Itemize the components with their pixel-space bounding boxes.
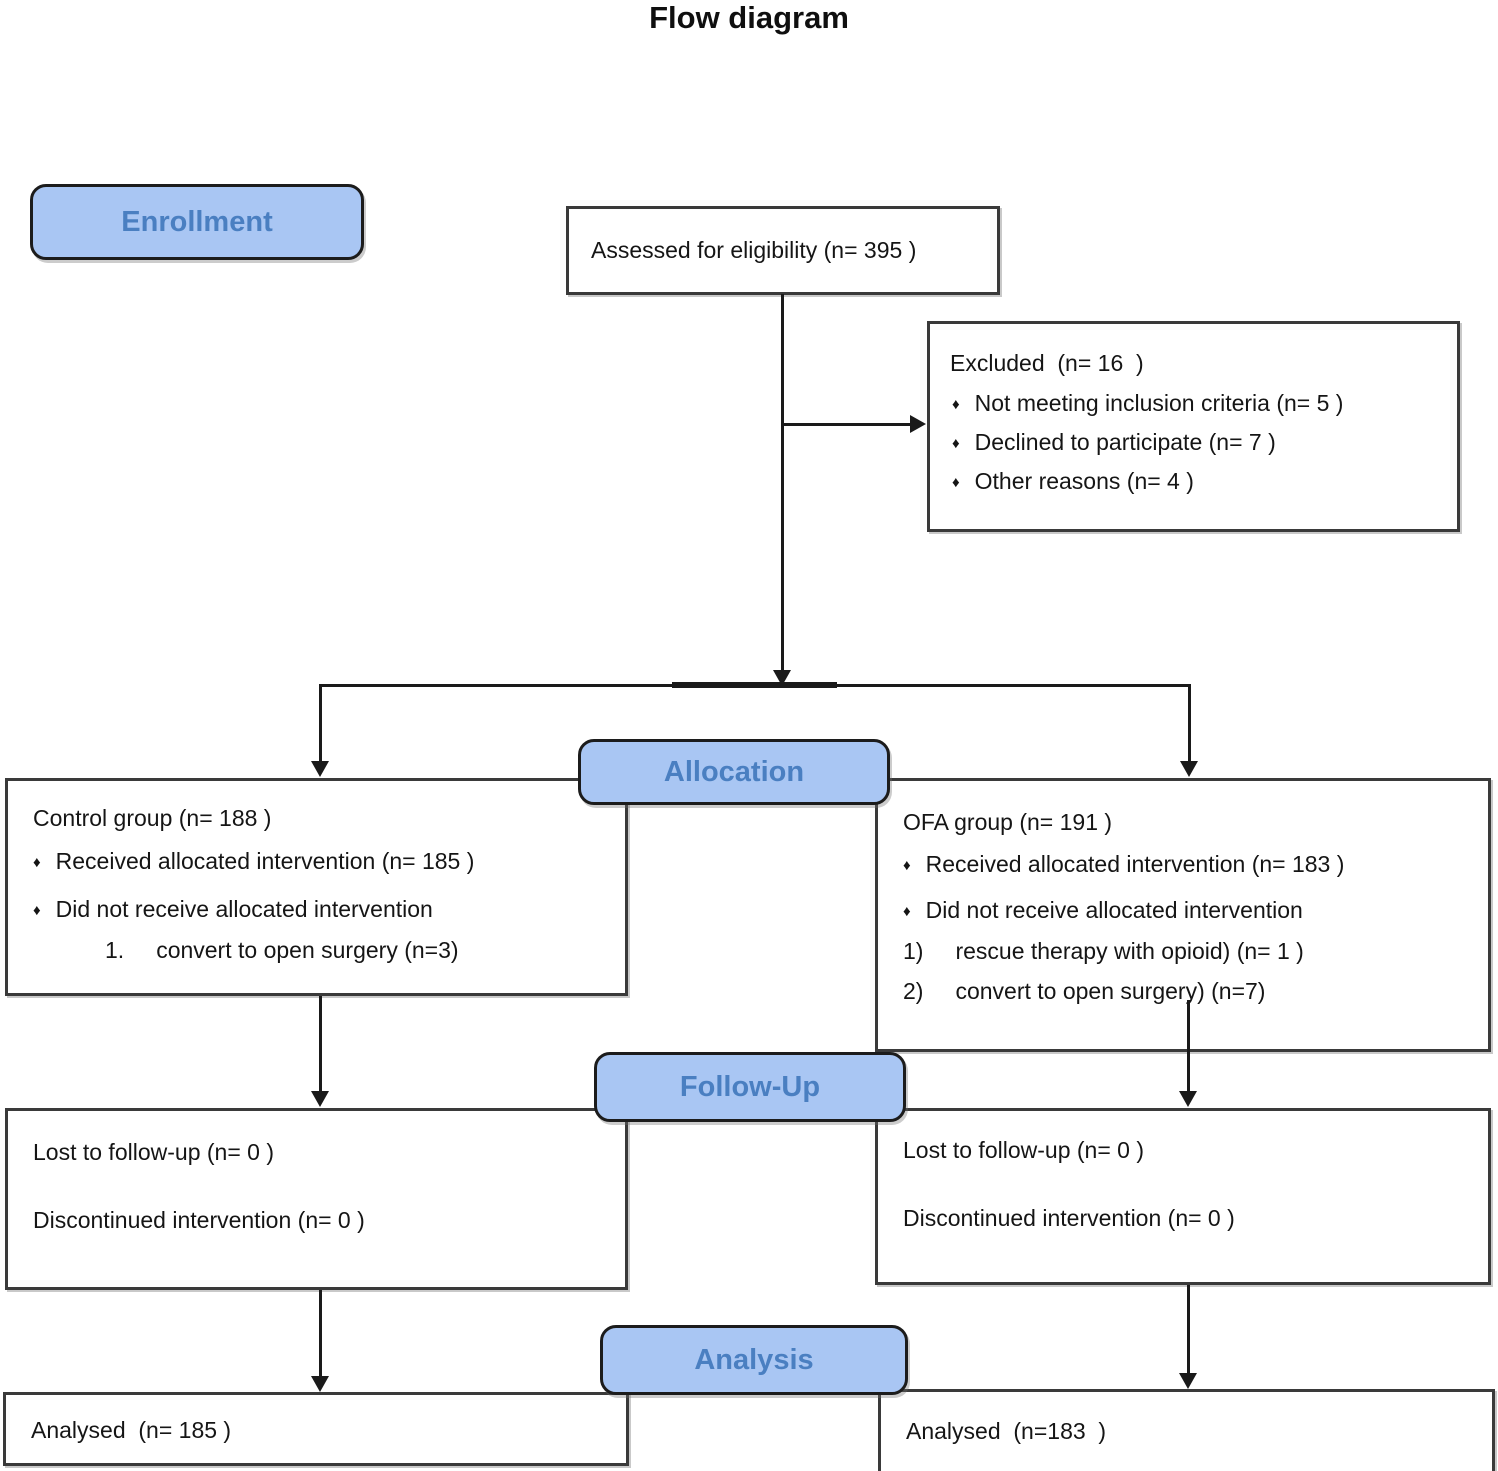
diamond-bullet-icon: ♦	[952, 474, 960, 491]
followup-left-line1-row: Lost to follow-up (n= 0 )	[33, 1139, 274, 1166]
control-numbered-row: 1. convert to open surgery (n=3)	[105, 937, 459, 964]
arrowhead-control	[311, 761, 329, 777]
diamond-bullet-icon: ♦	[952, 396, 960, 413]
followup-left-discontinued: Discontinued intervention (n= 0 )	[33, 1207, 365, 1233]
analysis-right-text: Analysed (n=183 )	[906, 1418, 1107, 1444]
excluded-item-row: ♦ Other reasons (n= 4 )	[952, 468, 1194, 495]
analysis-left-row: Analysed (n= 185 )	[31, 1417, 231, 1444]
excluded-box: Excluded (n= 16 ) ♦ Not meeting inclusio…	[927, 321, 1460, 532]
ofa-bullet-row: ♦ Did not receive allocated intervention	[903, 897, 1303, 924]
control-title-row: Control group (n= 188 )	[33, 805, 271, 832]
page-title: Flow diagram	[649, 0, 849, 35]
excluded-title-row: Excluded (n= 16 )	[950, 350, 1144, 377]
connector-to-excluded	[782, 423, 912, 426]
control-bullet-2: Did not receive allocated intervention	[55, 896, 433, 922]
control-group-box: Control group (n= 188 ) ♦ Received alloc…	[5, 778, 628, 996]
ofa-bullet-2: Did not receive allocated intervention	[925, 897, 1303, 923]
control-item-1-text: convert to open surgery (n=3)	[156, 937, 459, 963]
control-bullet-row: ♦ Received allocated intervention (n= 18…	[33, 848, 474, 875]
ofa-item-1-text: rescue therapy with opioid) (n= 1 )	[955, 938, 1304, 964]
followup-left-line2-row: Discontinued intervention (n= 0 )	[33, 1207, 365, 1234]
ofa-numbered-row: 1) rescue therapy with opioid) (n= 1 )	[903, 938, 1304, 965]
analysis-right-row: Analysed (n=183 )	[906, 1418, 1106, 1445]
control-bullet-row: ♦ Did not receive allocated intervention	[33, 896, 433, 923]
analysis-section-label: Analysis	[600, 1325, 908, 1395]
followup-left-box: Lost to follow-up (n= 0 ) Discontinued i…	[5, 1108, 628, 1290]
analysis-right-box: Analysed (n=183 )	[878, 1389, 1495, 1471]
connector-followup-analysis-left	[319, 1290, 322, 1378]
diamond-bullet-icon: ♦	[903, 857, 911, 874]
excluded-item-row: ♦ Declined to participate (n= 7 )	[952, 429, 1276, 456]
excluded-item-2: Declined to participate (n= 7 )	[974, 429, 1276, 455]
excluded-item-3: Other reasons (n= 4 )	[974, 468, 1194, 494]
arrowhead-analysis-right	[1179, 1373, 1197, 1389]
connector-assessed-down	[781, 294, 784, 672]
diamond-bullet-icon: ♦	[903, 903, 911, 920]
ofa-title-row: OFA group (n= 191 )	[903, 809, 1112, 836]
analysis-left-text: Analysed (n= 185 )	[31, 1417, 232, 1443]
allocation-section-label: Allocation	[578, 739, 890, 805]
enrollment-section-label: Enrollment	[30, 184, 364, 260]
followup-right-line1-row: Lost to follow-up (n= 0 )	[903, 1137, 1144, 1164]
diamond-bullet-icon: ♦	[33, 902, 41, 919]
connector-followup-analysis-right	[1187, 1285, 1190, 1375]
assessed-text: Assessed for eligibility (n= 395 )	[591, 237, 917, 263]
ofa-item-1-number: 1)	[903, 938, 924, 964]
excluded-item-row: ♦ Not meeting inclusion criteria (n= 5 )	[952, 390, 1343, 417]
arrowhead-ofa	[1180, 761, 1198, 777]
control-item-1-number: 1.	[105, 937, 125, 963]
arrowhead-analysis-left	[311, 1376, 329, 1392]
followup-section-label: Follow-Up	[594, 1052, 906, 1122]
connector-split-thick-segment	[672, 682, 837, 688]
ofa-bullet-row: ♦ Received allocated intervention (n= 18…	[903, 851, 1344, 878]
arrowhead-excluded	[910, 415, 926, 433]
connector-right-branch	[1188, 684, 1191, 764]
control-bullet-1: Received allocated intervention (n= 185 …	[55, 848, 475, 874]
control-group-title: Control group (n= 188 )	[33, 805, 272, 831]
enrollment-section-text: Enrollment	[121, 205, 273, 238]
analysis-left-box: Analysed (n= 185 )	[3, 1392, 629, 1466]
followup-right-lost: Lost to follow-up (n= 0 )	[903, 1137, 1144, 1163]
assessed-box: Assessed for eligibility (n= 395 )	[566, 206, 1000, 295]
ofa-group-title: OFA group (n= 191 )	[903, 809, 1113, 835]
ofa-numbered-row: 2) convert to open surgery) (n=7)	[903, 978, 1265, 1005]
allocation-section-text: Allocation	[663, 755, 805, 788]
followup-left-lost: Lost to follow-up (n= 0 )	[33, 1139, 274, 1165]
ofa-item-2-number: 2)	[903, 978, 924, 1004]
followup-right-discontinued: Discontinued intervention (n= 0 )	[903, 1205, 1235, 1231]
followup-right-line2-row: Discontinued intervention (n= 0 )	[903, 1205, 1235, 1232]
connector-left-branch	[319, 684, 322, 764]
ofa-item-2-text: convert to open surgery) (n=7)	[955, 978, 1266, 1004]
connector-control-followup	[319, 996, 322, 1093]
ofa-group-box: OFA group (n= 191 ) ♦ Received allocated…	[875, 778, 1491, 1052]
diamond-bullet-icon: ♦	[952, 435, 960, 452]
analysis-section-text: Analysis	[694, 1343, 814, 1376]
arrowhead-split	[773, 670, 791, 686]
arrowhead-followup-right	[1179, 1091, 1197, 1107]
followup-section-text: Follow-Up	[679, 1070, 821, 1103]
excluded-item-1: Not meeting inclusion criteria (n= 5 )	[974, 390, 1344, 416]
connector-ofa-followup	[1187, 1000, 1190, 1093]
followup-right-box: Lost to follow-up (n= 0 ) Discontinued i…	[875, 1108, 1491, 1285]
diamond-bullet-icon: ♦	[33, 854, 41, 871]
ofa-bullet-1: Received allocated intervention (n= 183 …	[925, 851, 1345, 877]
excluded-title: Excluded (n= 16 )	[950, 350, 1144, 376]
arrowhead-followup-left	[311, 1091, 329, 1107]
